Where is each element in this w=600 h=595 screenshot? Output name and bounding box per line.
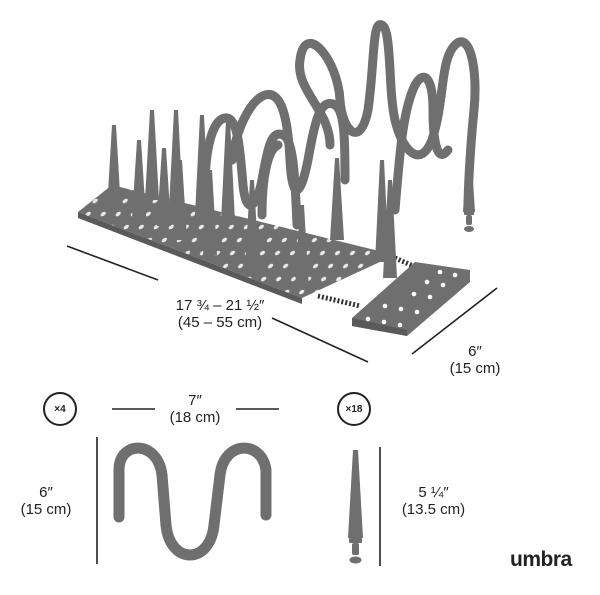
peg-height-imperial: 5 ¼″ [418, 484, 449, 501]
peg-loose [463, 150, 475, 212]
peg [145, 110, 159, 200]
loose-peg [348, 450, 363, 564]
rack-dimension-lines [66, 245, 498, 363]
loose-divider [113, 442, 272, 561]
rack-pegs [107, 110, 475, 290]
rack-depth-metric: (15 cm) [449, 360, 501, 377]
peg [330, 158, 344, 240]
umbra-logo: umbra [510, 548, 572, 571]
peg [107, 125, 121, 210]
peg-height-metric: (13.5 cm) [401, 501, 466, 518]
peg [245, 180, 259, 272]
peg [157, 148, 171, 226]
peg [203, 170, 217, 255]
depth-line [411, 287, 498, 355]
divider-height-metric: (15 cm) [20, 501, 72, 518]
rack-depth-label: 6″ (15 cm) [430, 343, 520, 377]
peg [383, 180, 397, 278]
rack-length-imperial: 17 ¾ – 21 ½″ [175, 297, 265, 314]
divider-front [257, 140, 283, 220]
divider-count-badge: ×4 [43, 392, 77, 426]
divider-height-imperial: 6″ [39, 484, 53, 501]
peg [173, 160, 187, 240]
length-line-right [271, 317, 369, 363]
rack-extension [352, 262, 470, 336]
divider-width-label: 7″ (18 cm) [150, 392, 240, 426]
divider-width-imperial: 7″ [188, 392, 202, 409]
divider-back [295, 20, 480, 215]
divider-height-label: 6″ (15 cm) [6, 484, 86, 518]
peg [132, 140, 146, 218]
rack-depth-imperial: 6″ [468, 343, 482, 360]
rack-dividers [200, 20, 480, 230]
bottom-dimension-lines [96, 408, 381, 566]
peg [295, 205, 309, 290]
rack-base [78, 185, 395, 304]
peg [195, 115, 209, 215]
peg-count-badge: ×18 [337, 392, 371, 426]
peg [221, 120, 235, 222]
peg-height-label: 5 ¼″ (13.5 cm) [386, 484, 481, 518]
divider-loose [390, 72, 453, 215]
length-line-left [66, 245, 159, 281]
rack-length-label: 17 ¾ – 21 ½″ (45 – 55 cm) [150, 297, 290, 331]
rack-length-metric: (45 – 55 cm) [177, 314, 263, 331]
divider-width-metric: (18 cm) [169, 409, 221, 426]
